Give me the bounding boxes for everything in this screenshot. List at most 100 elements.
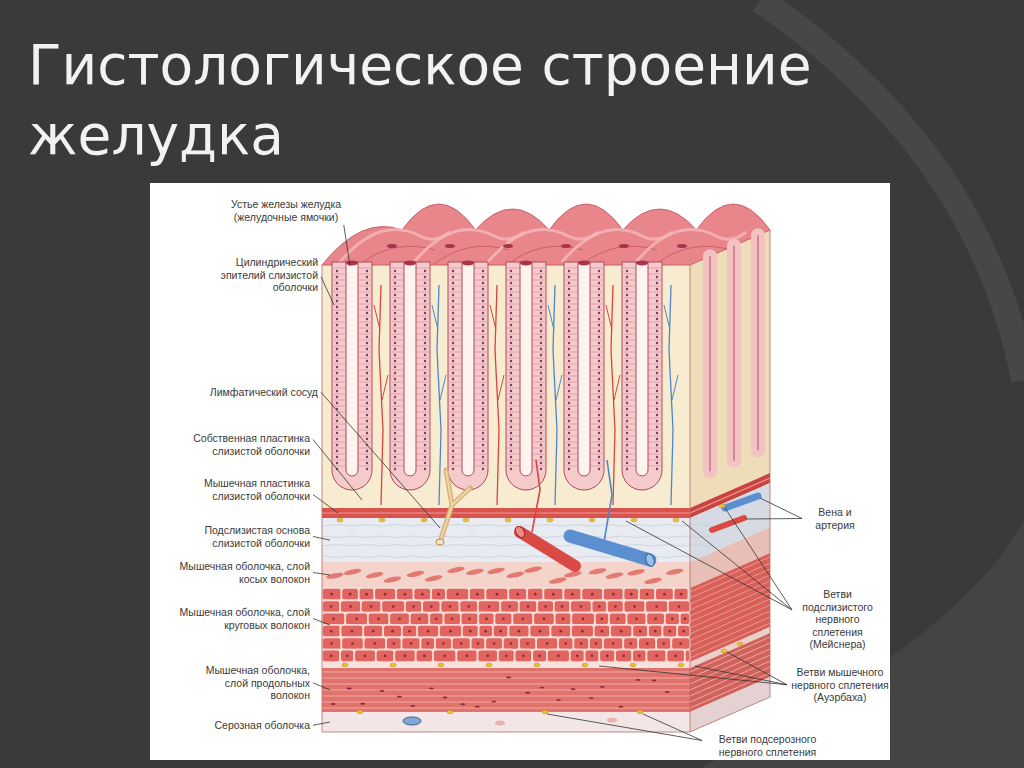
cell-nucleus [410,642,413,645]
cell-nucleus [598,342,600,344]
cell-nucleus [410,705,415,707]
cell-nucleus [656,342,658,344]
label-box: Мышечная оболочка, слой косых волокон [155,560,310,587]
cell-nucleus [510,414,512,416]
cell-nucleus [336,270,338,272]
circular-muscle-cell [570,650,585,662]
cell-nucleus [510,420,512,422]
cell-nucleus [656,384,658,386]
circular-muscle-cell [394,650,415,662]
cell-nucleus [336,354,338,356]
longitudinal-fibre [322,637,770,672]
cell-nucleus [336,294,338,296]
connective-fibre [322,525,712,527]
circular-muscle-cell [416,650,433,662]
circular-muscle-cell [645,600,668,612]
cell-nucleus [568,426,570,428]
cell-nucleus [589,697,594,699]
cell-nucleus [656,300,658,302]
leader-line [321,392,440,528]
cell-nucleus [510,378,512,380]
cell-nucleus [451,618,454,621]
cell-nucleus [510,396,512,398]
cell-nucleus [452,282,454,284]
muscle-fibre [322,478,770,513]
cell-nucleus [540,438,542,440]
leader-line [695,666,787,685]
oblique-fibre [605,571,624,580]
cell-nucleus [394,384,396,386]
cell-nucleus [336,414,338,416]
circular-muscle-cell [680,613,690,625]
cell-nucleus [424,294,426,296]
cell-nucleus [403,593,406,596]
cell-nucleus [598,450,600,452]
cell-nucleus [680,593,683,596]
gland-lumen [404,262,416,476]
circular-muscle-cell [341,625,364,637]
cell-nucleus [510,456,512,458]
cell-nucleus [452,378,454,380]
cell-nucleus [539,630,542,633]
cell-nucleus [424,432,426,434]
cell-nucleus [482,456,484,458]
cell-nucleus [656,450,658,452]
cell-nucleus [482,420,484,422]
cell-nucleus [656,390,658,392]
cell-nucleus [336,330,338,332]
cell-nucleus [452,384,454,386]
mucosa-vessel [379,285,383,505]
cell-nucleus [452,270,454,272]
cell-nucleus [630,593,633,596]
circular-muscle-cell [610,625,632,637]
mucosa-vessel-branch [606,305,620,400]
mucosa-vessel-branch [374,305,388,400]
cell-nucleus [568,462,570,464]
label-box: Вена и артерия [805,506,865,533]
label-box: Подслизистая основа слизистой оболочки [155,524,310,551]
label-box: Мышечная оболочка, слой круговых волокон [155,606,310,633]
cell-nucleus [394,336,396,338]
cell-nucleus [424,348,426,350]
cell-nucleus [598,414,600,416]
cell-nucleus [336,360,338,362]
cell-nucleus [394,378,396,380]
cell-nucleus [626,300,628,302]
nerve-plexus-branch [337,518,343,522]
cell-nucleus [656,288,658,290]
circular-muscle-cell [322,625,341,637]
cell-nucleus [394,438,396,440]
cell-nucleus [568,444,570,446]
cell-nucleus [482,408,484,410]
cell-nucleus [568,288,570,290]
part-label: Мышечная оболочка, слой косых волокон [155,560,310,585]
cell-nucleus [656,282,658,284]
cell-nucleus [482,342,484,344]
cell-nucleus [482,276,484,278]
cell-nucleus [452,354,454,356]
cell-nucleus [482,384,484,386]
circular-muscle-cell [500,600,519,612]
cell-nucleus [656,396,658,398]
cell-nucleus [626,318,628,320]
cell-nucleus [442,697,447,699]
circular-muscle-cell [410,613,430,625]
cell-nucleus [522,655,525,658]
cell-nucleus [656,408,658,410]
cell-nucleus [510,450,512,452]
label-box: Цилиндрический эпителий слизистой оболоч… [200,256,318,295]
serosa-cell [495,721,505,726]
leader-line [643,714,702,741]
cell-nucleus [540,378,542,380]
circular-muscle-cell [563,588,581,600]
cell-nucleus [452,360,454,362]
cell-nucleus [424,360,426,362]
cell-nucleus [595,642,598,645]
cell-nucleus [626,426,628,428]
circular-muscle-cell [341,588,358,600]
mucosa-fold [414,230,524,262]
cell-nucleus [366,378,368,380]
mucosa-fold [562,230,672,262]
cell-nucleus [598,402,600,404]
cell-nucleus [394,450,396,452]
